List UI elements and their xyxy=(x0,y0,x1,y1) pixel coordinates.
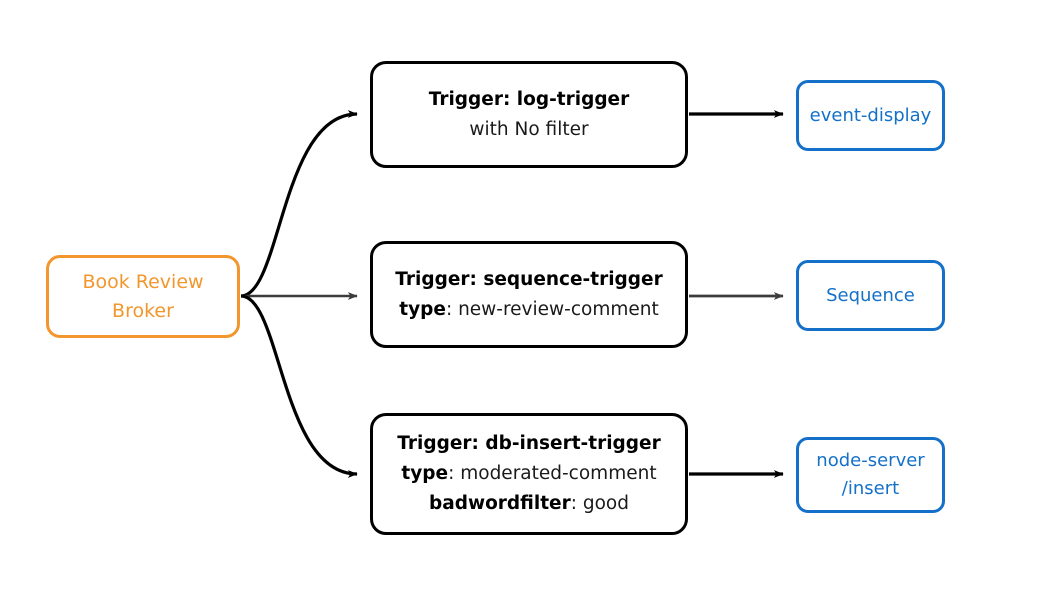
trigger-line: badwordfilter: good xyxy=(429,489,629,519)
node-trigger-sequence-trigger[interactable]: Trigger: sequence-trigger type: new-revi… xyxy=(370,241,688,348)
trigger-line-normal: : moderated-comment xyxy=(448,463,657,484)
trigger-line: Trigger: log-trigger xyxy=(429,85,629,115)
target-label-line-1: event-display xyxy=(809,104,932,126)
node-trigger-db-insert-trigger[interactable]: Trigger: db-insert-trigger type: moderat… xyxy=(370,413,688,535)
trigger-line: Trigger: db-insert-trigger xyxy=(397,429,660,459)
target-label-line-1: Sequence xyxy=(826,284,915,306)
node-trigger-log-trigger[interactable]: Trigger: log-trigger with No filter xyxy=(370,61,688,168)
node-target-event-display[interactable]: event-display xyxy=(796,80,945,151)
trigger-line: Trigger: sequence-trigger xyxy=(395,265,662,295)
trigger-line: type: moderated-comment xyxy=(401,459,656,489)
node-target-node-server-insert[interactable]: node-server /insert xyxy=(796,437,945,513)
trigger-line-bold: Trigger: sequence-trigger xyxy=(395,268,663,290)
target-label-line-1: node-server xyxy=(816,450,925,471)
trigger-line-normal: with No filter xyxy=(469,118,589,140)
broker-label-line-1: Book Review xyxy=(82,270,204,293)
edge-broker-to-log-trigger xyxy=(240,110,358,298)
node-target-sequence[interactable]: Sequence xyxy=(796,260,945,331)
trigger-line: type: new-review-comment xyxy=(399,295,658,325)
trigger-line-normal: : good xyxy=(570,493,629,514)
trigger-line-bold: Trigger: db-insert-trigger xyxy=(397,433,661,454)
broker-label-line-2: Broker xyxy=(112,299,174,322)
trigger-line-normal: : new-review-comment xyxy=(445,298,659,320)
trigger-line-bold: type xyxy=(401,463,449,484)
node-book-review-broker[interactable]: Book Review Broker xyxy=(46,255,240,338)
trigger-line-bold: badwordfilter xyxy=(429,493,571,514)
trigger-line: with No filter xyxy=(469,115,588,145)
target-label-line-2: /insert xyxy=(841,478,900,499)
edge-broker-to-db-insert-trigger xyxy=(240,294,358,478)
trigger-line-bold: type xyxy=(399,298,446,320)
trigger-line-bold: Trigger: log-trigger xyxy=(428,88,630,110)
